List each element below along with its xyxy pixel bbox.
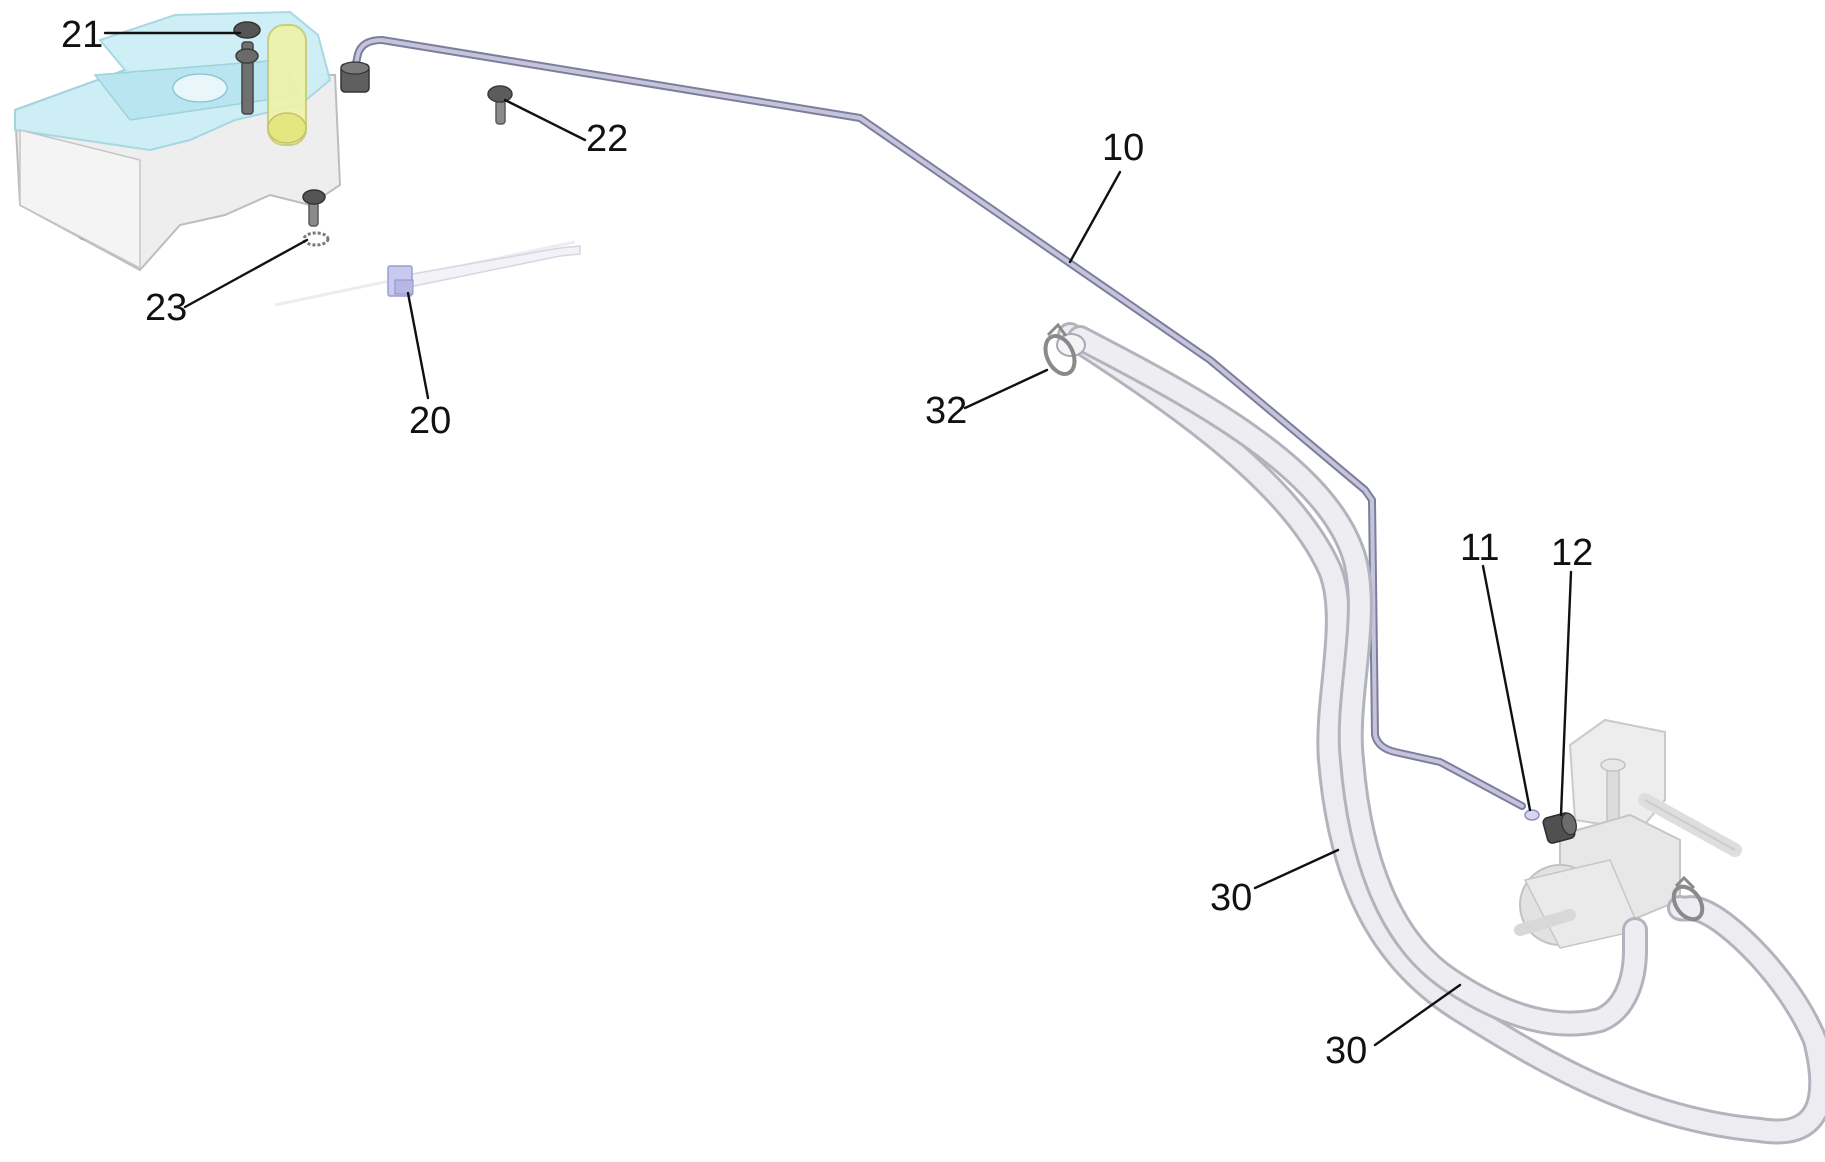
part-22-short-screw (487, 85, 513, 125)
callout-12: 12 (1551, 532, 1593, 574)
leader-30b (1373, 983, 1462, 1047)
callout-32: 32 (925, 390, 967, 432)
callout-21: 21 (61, 14, 103, 56)
leader-32 (963, 368, 1049, 410)
part-23-screw-washer (302, 189, 330, 247)
part-12-nut-fitting (1542, 812, 1577, 844)
callout-20: 20 (409, 400, 451, 442)
leader-10 (1068, 170, 1122, 264)
leader-lines (103, 31, 1573, 1047)
part-11-small-fitting (1524, 809, 1540, 821)
part-30-hoses (1056, 322, 1825, 1145)
callout-11: 11 (1460, 527, 1499, 569)
callout-30-upper: 30 (1210, 877, 1252, 919)
part-10-rigid-tube (340, 36, 1526, 810)
callout-22: 22 (586, 118, 628, 160)
leader-12 (1559, 570, 1573, 817)
part-20-clip-tie (274, 240, 581, 307)
callout-23: 23 (145, 287, 187, 329)
leader-23 (183, 238, 309, 309)
leader-20 (406, 291, 430, 400)
callout-30-lower: 30 (1325, 1030, 1367, 1072)
leader-22 (503, 98, 587, 142)
pump-valve-block (1514, 718, 1742, 949)
leader-30a (1253, 848, 1340, 890)
part-32-hose-clamps (1043, 322, 1705, 922)
leader-11 (1481, 564, 1532, 812)
callout-labels: 21 22 10 23 20 32 11 12 30 30 (61, 14, 1593, 1072)
callout-10: 10 (1102, 127, 1144, 169)
